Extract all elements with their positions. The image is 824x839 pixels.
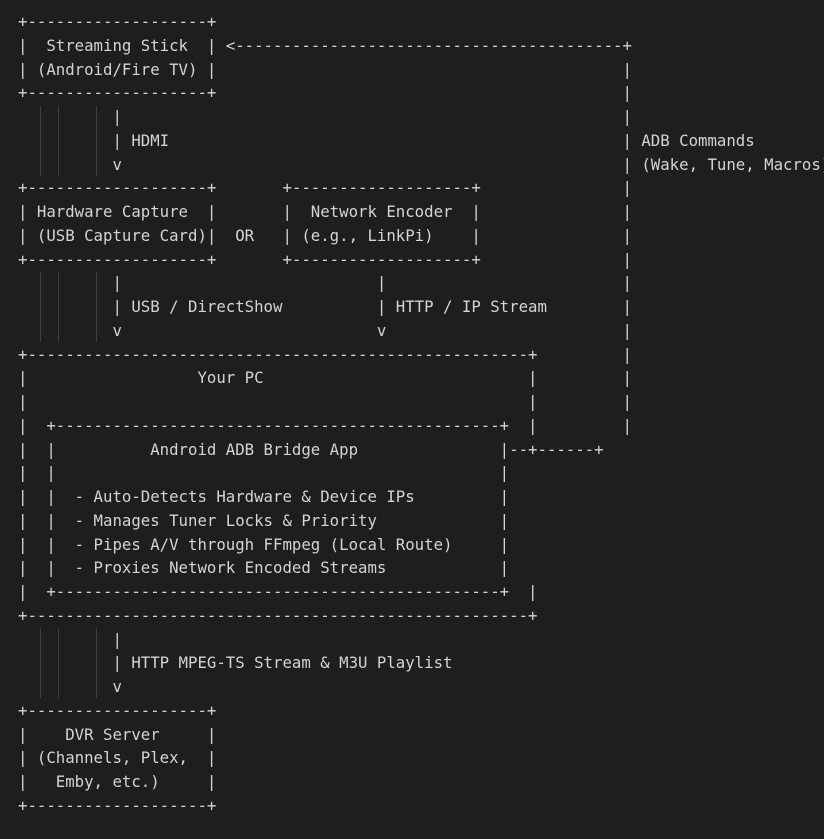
diagram-line: | +-------------------------------------… <box>18 415 632 435</box>
diagram-line: | Hardware Capture | | Network Encoder |… <box>18 202 632 221</box>
diagram-line: | | - Proxies Network Encoded Streams | <box>18 558 510 578</box>
diagram-line: | +-------------------------------------… <box>18 582 538 601</box>
diagram-line: | <box>18 629 122 649</box>
hatch-line <box>40 272 41 342</box>
diagram-line: | HTTP MPEG-TS Stream & M3U Playlist <box>18 653 453 673</box>
diagram-line: +-------------------+ +-----------------… <box>18 178 632 198</box>
hatch-line <box>40 106 41 176</box>
diagram-line: | Emby, etc.) | <box>18 772 217 791</box>
diagram-line: | (USB Capture Card)| OR | (e.g., LinkPi… <box>18 225 632 245</box>
diagram-line: +-------------------+ <box>18 795 217 815</box>
diagram-line: +-------------------+ | <box>18 83 632 103</box>
diagram-line: | | <box>18 107 632 126</box>
diagram-line: | | - Auto-Detects Hardware & Device IPs… <box>18 487 510 506</box>
hatch-line <box>96 272 97 342</box>
diagram-line: +---------------------------------------… <box>18 605 538 625</box>
diagram-line: | Streaming Stick | <-------------------… <box>18 35 632 55</box>
diagram-line: v v | <box>18 320 632 340</box>
diagram-line: | | | <box>18 273 632 293</box>
diagram-line: | DVR Server | <box>18 724 217 744</box>
diagram-line: | USB / DirectShow | HTTP / IP Stream | <box>18 297 632 316</box>
diagram-line: +-------------------+ <box>18 700 217 720</box>
hatch-line <box>40 628 41 698</box>
hatch-line <box>58 272 59 342</box>
diagram-line: v | (Wake, Tune, Macros) <box>18 154 824 174</box>
diagram-line: v <box>18 677 122 696</box>
diagram-line: | | - Manages Tuner Locks & Priority | <box>18 510 510 530</box>
diagram-line: | (Android/Fire TV) | | <box>18 59 632 79</box>
diagram-line: | | | <box>18 392 632 411</box>
hatch-line <box>58 106 59 176</box>
diagram-line: | Your PC | | <box>18 368 632 388</box>
diagram-line: | HDMI | ADB Commands <box>18 130 755 150</box>
hatch-line <box>58 628 59 698</box>
diagram-line: +---------------------------------------… <box>18 344 632 364</box>
diagram-line: | | - Pipes A/V through FFmpeg (Local Ro… <box>18 534 510 554</box>
diagram-line: | | Android ADB Bridge App |--+------+ <box>18 439 604 459</box>
hatch-line <box>96 628 97 698</box>
diagram-line: | | | <box>18 463 510 483</box>
diagram-line: | (Channels, Plex, | <box>18 748 217 768</box>
hatch-line <box>96 106 97 176</box>
diagram-line: +-------------------+ +-----------------… <box>18 249 632 269</box>
diagram-line: +-------------------+ <box>18 12 217 31</box>
